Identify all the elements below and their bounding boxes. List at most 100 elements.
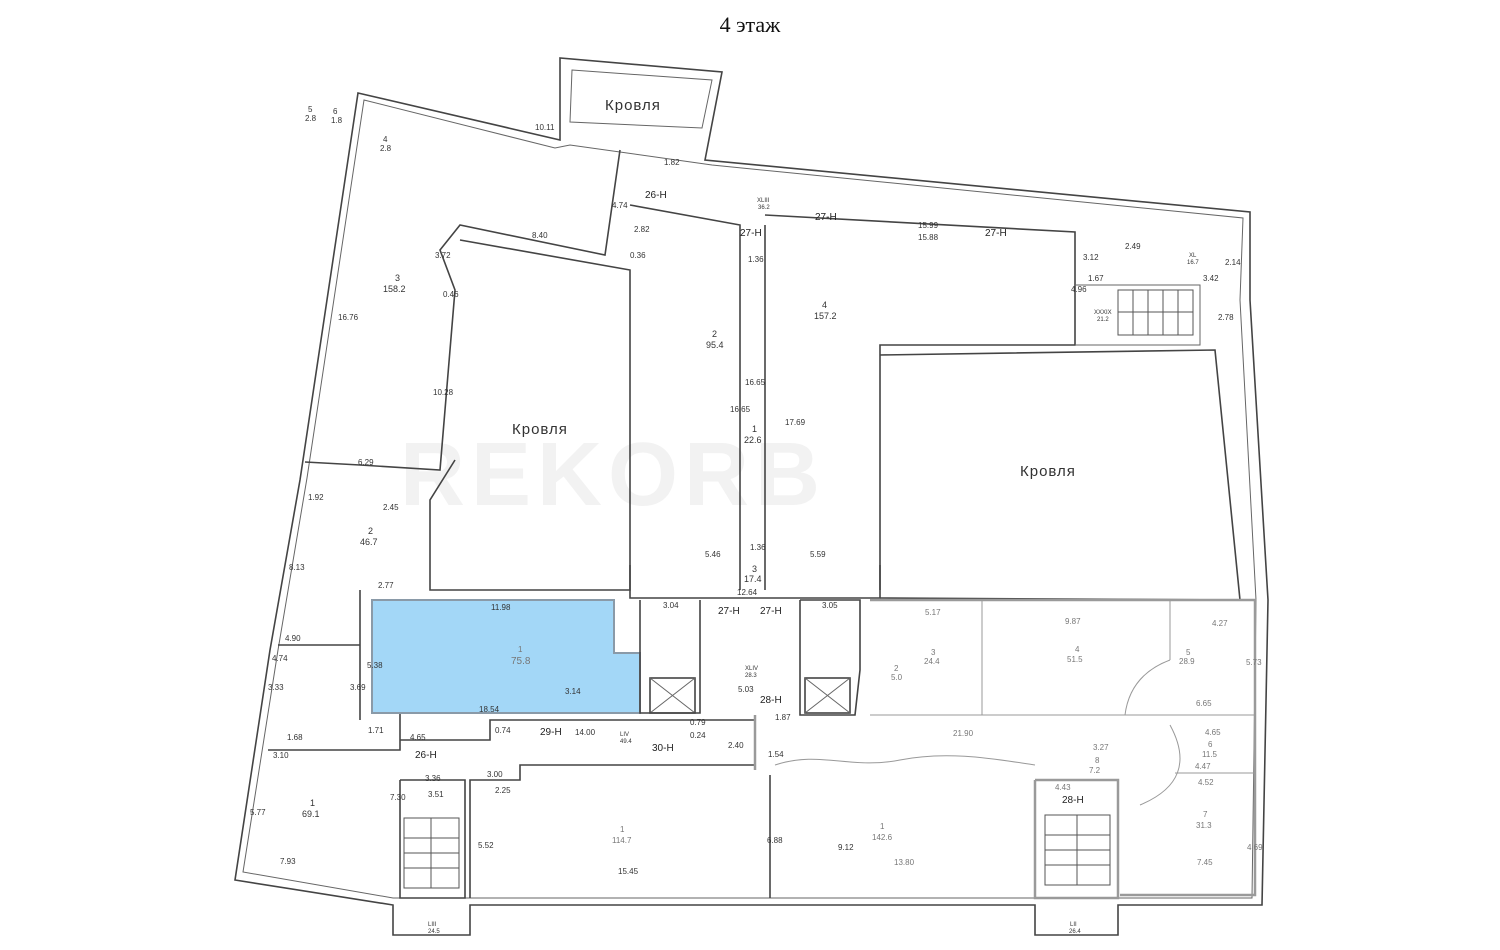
dimension-label: 7.30 [390, 793, 406, 802]
dimension-label: 8.40 [532, 231, 548, 240]
room-area: 5.0 [891, 673, 903, 682]
room-area: 26.4 [1069, 929, 1081, 935]
dimension-label: 17.69 [785, 418, 806, 427]
dimension-label: 1.92 [308, 493, 324, 502]
elevator-x [649, 677, 696, 714]
dimension-label: 2.82 [634, 225, 650, 234]
axis-label: 27-Н [718, 606, 740, 617]
axis-label: 27-Н [740, 228, 762, 239]
wall-room1-west [268, 700, 401, 751]
dimension-label: 11.98 [491, 603, 511, 612]
outer-wall-inner [242, 99, 1257, 899]
dimension-label: 2.45 [383, 503, 399, 512]
room-number: 1 [518, 645, 523, 654]
dimension-label: 16.65 [730, 405, 751, 414]
dimension-label: 1.71 [368, 726, 384, 735]
room-area: 24.5 [428, 929, 440, 935]
axis-label: 27-Н [815, 212, 837, 223]
dimension-label: 3.42 [1203, 274, 1219, 283]
room-number: LIII [428, 922, 437, 928]
axis-label: 30-Н [652, 743, 674, 754]
dimension-label: 0.24 [690, 731, 706, 740]
room-number: 1 [880, 822, 885, 831]
room-number: XXXIX [1094, 310, 1112, 316]
dimension-label: 3.72 [435, 251, 451, 260]
outer-wall [234, 57, 1269, 936]
dimension-label: 2.49 [1125, 242, 1141, 251]
dimension-label: 15.45 [618, 867, 639, 876]
highlighted-room-1[interactable] [371, 599, 641, 714]
room-number: 1 [752, 424, 757, 434]
curved-wall [1124, 659, 1171, 716]
dimension-label: 3.00 [487, 770, 503, 779]
room-area: 36.2 [758, 205, 770, 211]
room-area: 46.7 [360, 537, 378, 547]
dimension-label: 5.52 [478, 841, 494, 850]
room-number: 3 [395, 273, 400, 283]
dimension-label: 2.14 [1225, 258, 1241, 267]
dimension-labels: 10.1116.768.404.743.720.4610.286.291.922… [250, 123, 1263, 876]
roof-box [569, 69, 713, 129]
dimension-label: 4.43 [1055, 783, 1071, 792]
dimension-label: 15.88 [918, 233, 939, 242]
dimension-label: 3.04 [663, 601, 679, 610]
room-number: 2 [894, 664, 899, 673]
room-area: 21.2 [1097, 317, 1109, 323]
axis-label: 29-Н [540, 727, 562, 738]
room-area: 28.3 [745, 673, 757, 679]
room-number: XL [1189, 253, 1197, 259]
dimension-label: 3.36 [425, 774, 441, 783]
curved-wall [1139, 724, 1181, 806]
wall-corridor-south [400, 719, 756, 898]
dimension-label: 3.69 [350, 683, 366, 692]
dimension-label: 4.65 [1205, 728, 1221, 737]
dimension-label: 2.77 [378, 581, 394, 590]
room-number: LIV [620, 732, 629, 738]
dimension-label: 1.87 [775, 713, 791, 722]
room-number: XLIV [745, 666, 758, 672]
room-area: 22.6 [744, 435, 762, 445]
room-area: 95.4 [706, 340, 724, 350]
dimension-label: 5.17 [925, 608, 941, 617]
dimension-label: 10.11 [535, 123, 555, 132]
room-number: 3 [931, 648, 936, 657]
room-area: 142.6 [872, 833, 893, 842]
axis-label: 26-Н [415, 750, 437, 761]
dimension-label: 2.25 [495, 786, 511, 795]
dimension-label: 4.27 [1212, 619, 1228, 628]
dimension-label: 18.54 [479, 705, 500, 714]
axis-labels: 26-Н 27-Н 27-Н 27-Н 27-Н 27-Н 28-Н 29-Н … [415, 190, 1084, 806]
dimension-label: 7.45 [1197, 858, 1213, 867]
wall-stair-sw [399, 779, 466, 899]
dimension-label: 1.36 [750, 543, 766, 552]
room-area: 2.8 [380, 144, 392, 153]
dimension-label: 0.74 [495, 726, 511, 735]
elevator-shaft-2 [804, 677, 851, 714]
axis-label: 27-Н [760, 606, 782, 617]
roof-label: Кровля [512, 421, 568, 438]
wall-core [639, 600, 701, 714]
dimension-label: 5.77 [250, 808, 266, 817]
dimension-label: 1.36 [748, 255, 764, 264]
room-number: 7 [1203, 810, 1208, 819]
dimension-label: 3.33 [268, 683, 284, 692]
room-area: 1.8 [331, 116, 343, 125]
stairs-sw [403, 817, 460, 889]
room-number: XLIII [757, 198, 770, 204]
dimension-label: 3.10 [273, 751, 289, 760]
dimension-label: 16.65 [745, 378, 766, 387]
room-area: 114.7 [612, 836, 632, 845]
dimension-label: 5.59 [810, 550, 826, 559]
dimension-label: 0.79 [690, 718, 706, 727]
room-area: 157.2 [814, 311, 837, 321]
dimension-label: 4.74 [272, 654, 288, 663]
room-area: 24.4 [924, 657, 940, 666]
wall-hall4 [764, 214, 1076, 590]
room-area: 16.7 [1187, 260, 1199, 266]
room-number: 5 [308, 105, 313, 114]
dimension-label: 15.99 [918, 221, 939, 230]
dimension-label: 21.90 [953, 729, 974, 738]
room-area: 2.8 [305, 114, 317, 123]
